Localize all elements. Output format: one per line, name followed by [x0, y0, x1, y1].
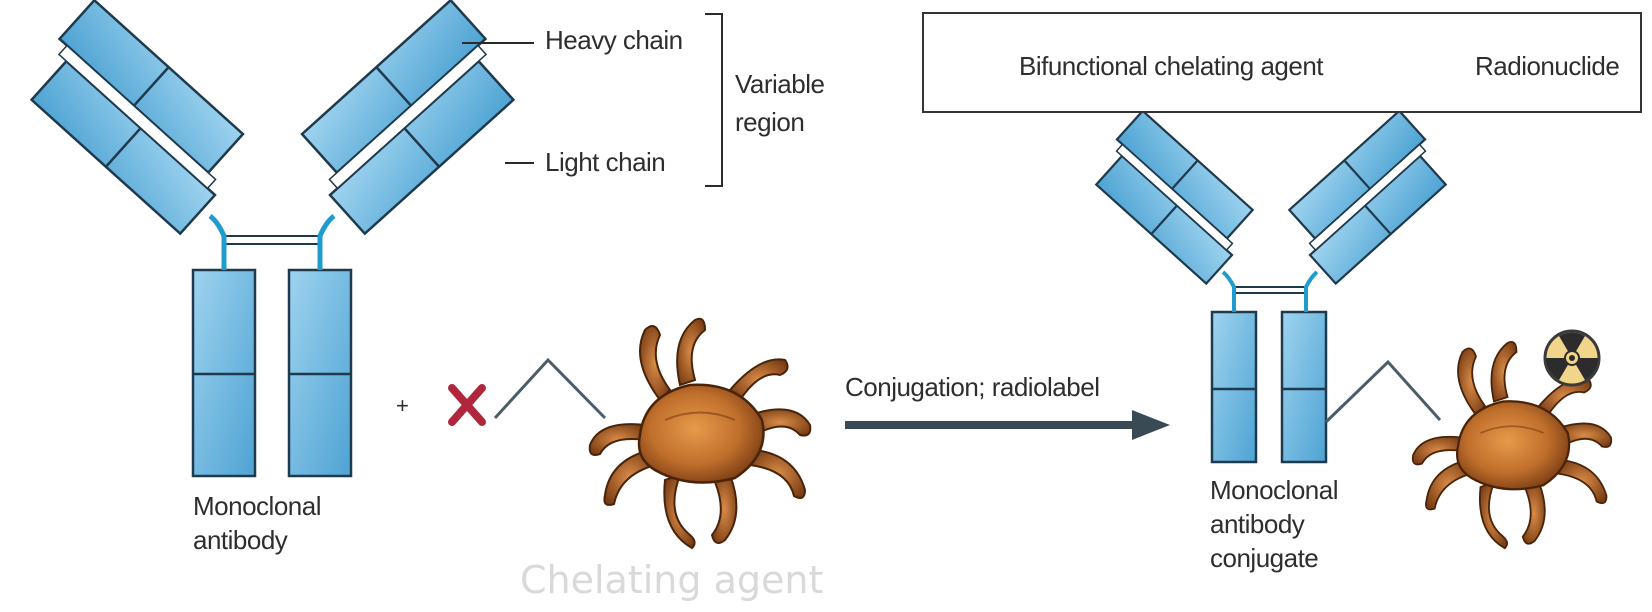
conjugate-label-line3: conjugate — [1210, 542, 1318, 574]
conjugate-radionuclide — [1545, 331, 1599, 385]
conjugation-label: Conjugation; radiolabel — [845, 371, 1099, 403]
antibody-fab-right — [287, 0, 528, 233]
plus-sign: + — [396, 390, 408, 422]
watermark-text: Chelating agent — [520, 558, 823, 602]
antibody-conjugate — [1085, 111, 1456, 462]
conjugate-linker — [1326, 362, 1440, 422]
monoclonal-antibody-label-line2: antibody — [193, 524, 287, 556]
conjugate-fab-right — [1278, 111, 1456, 284]
variable-region-label-line2: region — [735, 106, 804, 138]
reaction-arrow — [845, 410, 1170, 440]
legend-chelating-agent-label: Bifunctional chelating agent — [1019, 50, 1323, 82]
antibody-fc-left — [193, 270, 351, 476]
light-chain-label: Light chain — [545, 146, 665, 178]
heavy-chain-label: Heavy chain — [545, 24, 683, 56]
antibody-fab-left — [17, 0, 258, 233]
linker-chain — [495, 360, 605, 418]
conjugate-fab-left — [1085, 111, 1263, 284]
conjugate-fc — [1212, 312, 1326, 462]
monoclonal-antibody — [17, 0, 529, 476]
antibody-hinge — [210, 216, 334, 270]
conjugate-label-line1: Monoclonal — [1210, 474, 1338, 506]
chelating-agent-crab — [590, 319, 811, 548]
conjugate-hinge — [1223, 272, 1317, 312]
variable-region-label-line1: Variable — [735, 68, 824, 100]
monoclonal-antibody-label-line1: Monoclonal — [193, 490, 321, 522]
legend-radionuclide-label: Radionuclide — [1475, 50, 1619, 82]
reactive-cross — [452, 388, 482, 422]
conjugate-label-line2: antibody — [1210, 508, 1304, 540]
